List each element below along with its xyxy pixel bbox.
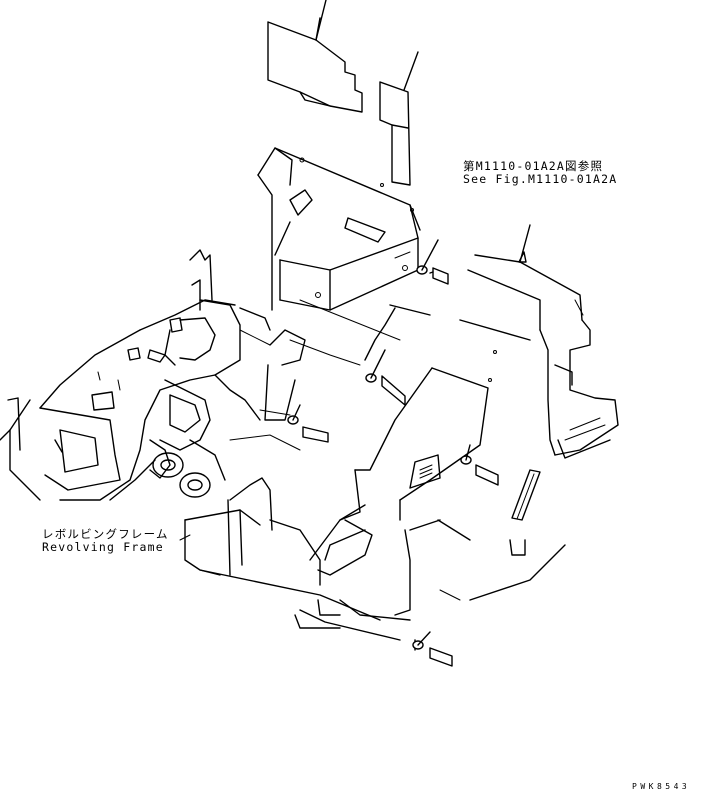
bolt-washer-4 bbox=[460, 444, 499, 486]
cover-pad-upper bbox=[267, 0, 363, 113]
bolt-washer-5 bbox=[412, 631, 453, 667]
cover-pad-strip bbox=[379, 51, 419, 186]
rear-cover-bracket bbox=[257, 147, 421, 311]
bolt-washer-1 bbox=[416, 239, 449, 285]
frame-callout: レボルビングフレーム Revolving Frame bbox=[42, 528, 169, 554]
frame-label-jp: レボルビングフレーム bbox=[42, 527, 169, 541]
frame-leader bbox=[179, 534, 191, 541]
bolt-washer-3 bbox=[287, 404, 329, 443]
frame-label-en: Revolving Frame bbox=[42, 540, 164, 554]
drawing-code: PWK8543 bbox=[632, 782, 691, 791]
bolt-washer-2 bbox=[365, 349, 406, 406]
right-console bbox=[459, 224, 619, 459]
strip-pad bbox=[511, 469, 541, 521]
reference-callout: 第M1110-01A2A図参照 See Fig.M1110-01A2A bbox=[463, 160, 617, 186]
revolving-frame bbox=[0, 249, 566, 651]
center-cover bbox=[339, 304, 492, 521]
reference-label-en: See Fig.M1110-01A2A bbox=[463, 172, 618, 186]
reference-label-jp: 第M1110-01A2A図参照 bbox=[463, 159, 604, 173]
